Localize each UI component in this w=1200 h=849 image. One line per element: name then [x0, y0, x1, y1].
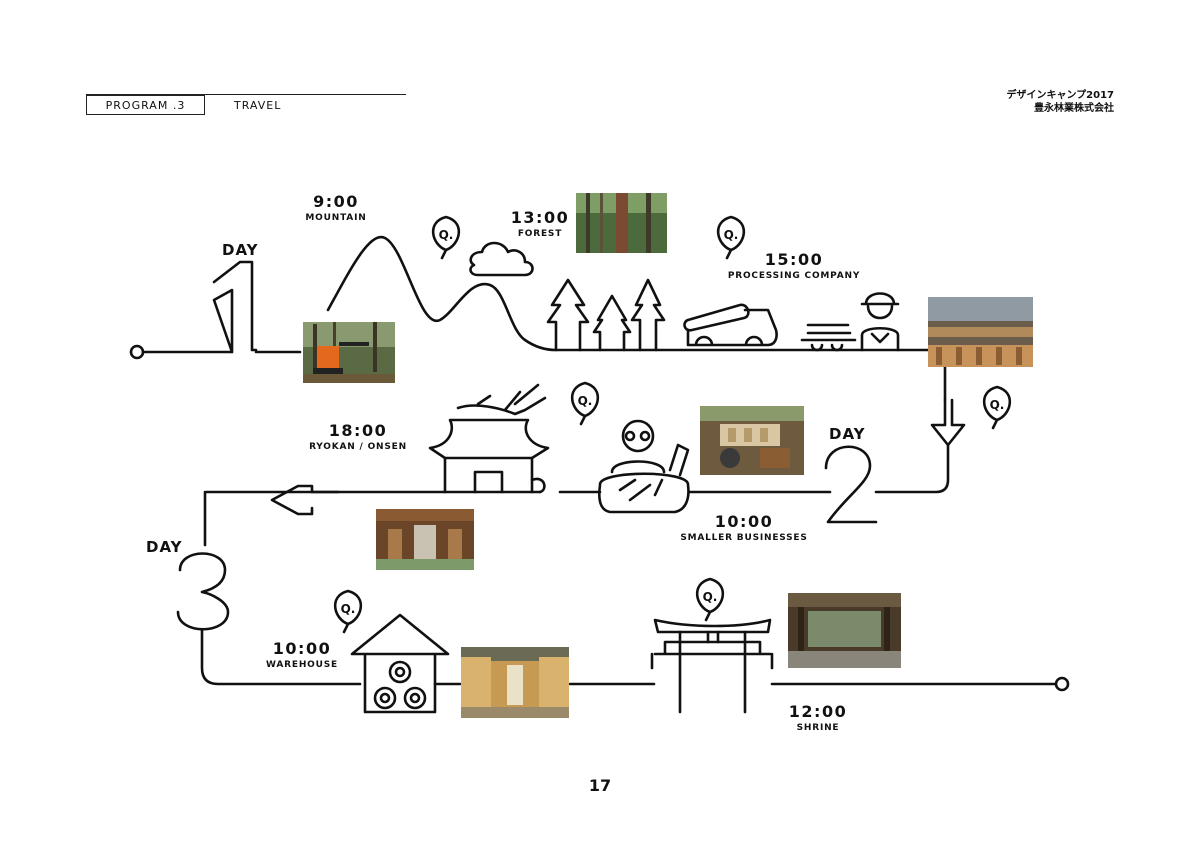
stop-time: 15:00 — [764, 250, 824, 269]
logs-icon — [800, 323, 857, 352]
craftsman-icon — [598, 419, 690, 514]
arrow-left-icon — [270, 484, 340, 516]
stop-time: 10:00 — [272, 639, 332, 658]
org-line-2: 豊永林業株式会社 — [1034, 103, 1114, 114]
day2-label: DAY — [829, 425, 866, 443]
stop-time: 13:00 — [510, 208, 570, 227]
organization: デザインキャンプ2017 豊永林業株式会社 — [1006, 89, 1114, 115]
house-icon — [428, 383, 550, 494]
photo-ryokan — [376, 509, 474, 570]
pin-label: Q. — [439, 228, 454, 242]
stop-time: 12:00 — [788, 702, 848, 721]
worker-icon — [860, 292, 900, 352]
stop-time: 18:00 — [328, 421, 388, 440]
photo-shrine-hall — [788, 593, 901, 668]
photo-warehouse — [461, 647, 569, 718]
stop-warehouse: 10:00 WAREHOUSE — [252, 639, 352, 671]
program-label: PROGRAM .3 — [86, 95, 205, 115]
stop-place: SHRINE — [796, 723, 840, 733]
stop-processing: 15:00 PROCESSING COMPANY — [714, 250, 874, 282]
pin-label: Q. — [703, 590, 718, 604]
header-rule — [86, 94, 406, 95]
route-row2 — [203, 443, 950, 547]
org-line-1: デザインキャンプ2017 — [1006, 90, 1114, 101]
stop-time: 9:00 — [313, 192, 359, 211]
pin-icon — [333, 215, 1012, 634]
stop-place: RYOKAN / ONSEN — [309, 442, 407, 452]
arrow-icon — [930, 398, 966, 447]
stop-place: SMALLER BUSINESSES — [680, 533, 808, 543]
warehouse-icon — [350, 613, 450, 714]
end-dot — [1054, 676, 1070, 692]
day1-label: DAY — [222, 241, 259, 259]
stop-smaller: 10:00 SMALLER BUSINESSES — [674, 512, 814, 544]
pin-label: Q. — [724, 228, 739, 242]
stop-place: WAREHOUSE — [266, 660, 338, 670]
day1-numeral — [212, 260, 258, 354]
pin-label: Q. — [341, 602, 356, 616]
pin-label: Q. — [578, 394, 593, 408]
stop-shrine: 12:00 SHRINE — [768, 702, 868, 734]
route-row3 — [200, 628, 1057, 686]
stop-place: PROCESSING COMPANY — [727, 271, 861, 281]
photo-workshop — [700, 406, 804, 475]
start-dot — [129, 344, 145, 360]
photo-lumberyard — [928, 297, 1033, 367]
stop-place: MOUNTAIN — [305, 213, 367, 223]
photo-excavator — [303, 322, 395, 383]
stop-ryokan: 18:00 RYOKAN / ONSEN — [298, 421, 418, 453]
day3-label: DAY — [146, 538, 183, 556]
day2-numeral — [824, 445, 878, 524]
tree-icon — [546, 278, 666, 352]
day3-numeral — [176, 552, 230, 631]
page-number: 17 — [588, 776, 612, 795]
photo-forest — [576, 193, 667, 253]
stop-place: FOREST — [517, 229, 563, 239]
stop-mountain: 9:00 MOUNTAIN — [286, 192, 386, 224]
truck-icon — [683, 303, 778, 347]
stop-time: 10:00 — [714, 512, 774, 531]
torii-icon — [650, 618, 774, 714]
cloud-icon — [469, 241, 534, 277]
pin-label: Q. — [990, 398, 1005, 412]
section-label: TRAVEL — [234, 98, 282, 112]
stop-forest: 13:00 FOREST — [490, 208, 590, 240]
